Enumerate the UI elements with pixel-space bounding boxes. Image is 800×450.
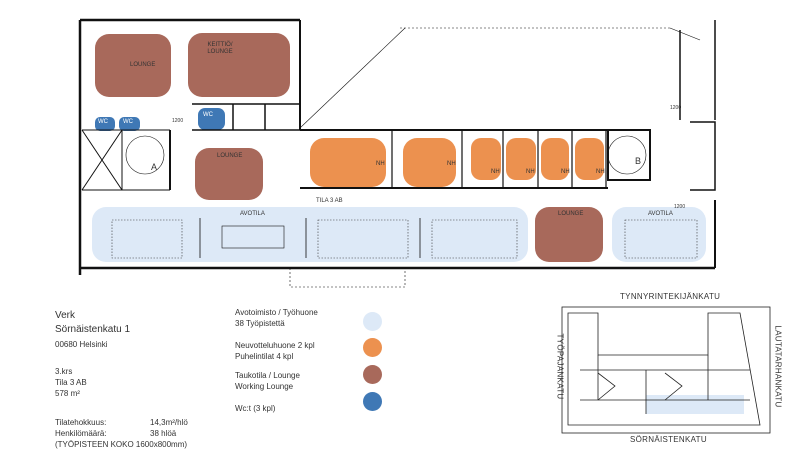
label-lounge-right: LOUNGE — [558, 211, 584, 217]
legend-dot-lounge — [363, 365, 382, 384]
zone-kitchen-lounge — [188, 33, 290, 97]
label-wc-2: WC — [123, 119, 133, 125]
legend-meeting-2: Puhelintilat 4 kpl — [235, 352, 294, 361]
label-lounge-mid: LOUNGE — [217, 153, 243, 159]
label-nh-5: NH — [561, 169, 570, 175]
label-nh-3: NH — [491, 169, 500, 175]
label-stair-a: A — [151, 162, 158, 172]
street-south: SÖRNÄISTENKATU — [630, 435, 707, 444]
legend-dot-wc — [363, 392, 382, 411]
street-north: TYNNYRINTEKIJÄNKATU — [620, 292, 721, 301]
zone-phone-1 — [471, 138, 501, 180]
legend-wc: Wc:t (3 kpl) — [235, 404, 276, 413]
label-open-right: AVOTILA — [648, 211, 673, 217]
label-open-left: AVOTILA — [240, 211, 265, 217]
desk-size: (TYÖPISTEEN KOKO 1600x800mm) — [55, 440, 188, 449]
legend-lounge-1: Taukotila / Lounge — [235, 371, 300, 380]
zone-lounge-right — [535, 207, 603, 262]
zone-phone-3 — [541, 138, 569, 180]
zone-wc-3 — [198, 108, 225, 130]
legend-dot-open-office — [363, 312, 382, 331]
zone-lounge-top — [95, 34, 171, 97]
postal-address: 00680 Helsinki — [55, 340, 108, 349]
zone-open-left — [92, 207, 528, 262]
zone-wc-2 — [119, 117, 140, 131]
legend-dot-meeting — [363, 338, 382, 357]
label-nh-1: NH — [376, 161, 385, 167]
floor-plan-walls — [78, 18, 716, 288]
label-stair-b: B — [635, 156, 642, 166]
label-dim-2: 1200 — [670, 105, 682, 111]
zone-meeting-2 — [403, 138, 456, 187]
efficiency-value: 14,3m²/hlö — [150, 418, 188, 427]
people-label: Henkilömäärä: — [55, 429, 107, 438]
efficiency-label: Tilatehokkuus: — [55, 418, 107, 427]
legend-open-office-1: Avotoimisto / Työhuone — [235, 308, 318, 317]
area: 578 m² — [55, 389, 80, 398]
label-dim-1: 1200 — [172, 118, 184, 124]
label-nh-6: NH — [596, 169, 605, 175]
label-kitchen: KEITTIÖ/ LOUNGE — [207, 42, 233, 55]
label-space: TILA 3 AB — [316, 198, 343, 204]
label-nh-2: NH — [447, 161, 456, 167]
space: Tila 3 AB — [55, 378, 87, 387]
people-value: 38 hlöä — [150, 429, 177, 438]
label-dim-3: 1200 — [674, 204, 686, 210]
label-nh-4: NH — [526, 169, 535, 175]
zone-meeting-1 — [310, 138, 386, 187]
company-name: Verk — [55, 310, 76, 321]
legend-lounge-2: Working Lounge — [235, 382, 294, 391]
zone-phone-2 — [506, 138, 536, 180]
zone-lounge-mid — [195, 148, 263, 200]
floor: 3.krs — [55, 367, 73, 376]
zone-phone-4 — [575, 138, 604, 180]
legend-meeting-1: Neuvotteluhuone 2 kpl — [235, 341, 315, 350]
zone-open-right — [612, 207, 706, 262]
label-wc-3: WC — [203, 112, 213, 118]
street-address: Sörnäistenkatu 1 — [55, 324, 131, 335]
label-lounge-top: LOUNGE — [130, 62, 156, 68]
zone-wc-1 — [95, 117, 115, 131]
label-wc-1: WC — [98, 119, 108, 125]
legend-open-office-2: 38 Työpistettä — [235, 319, 285, 328]
